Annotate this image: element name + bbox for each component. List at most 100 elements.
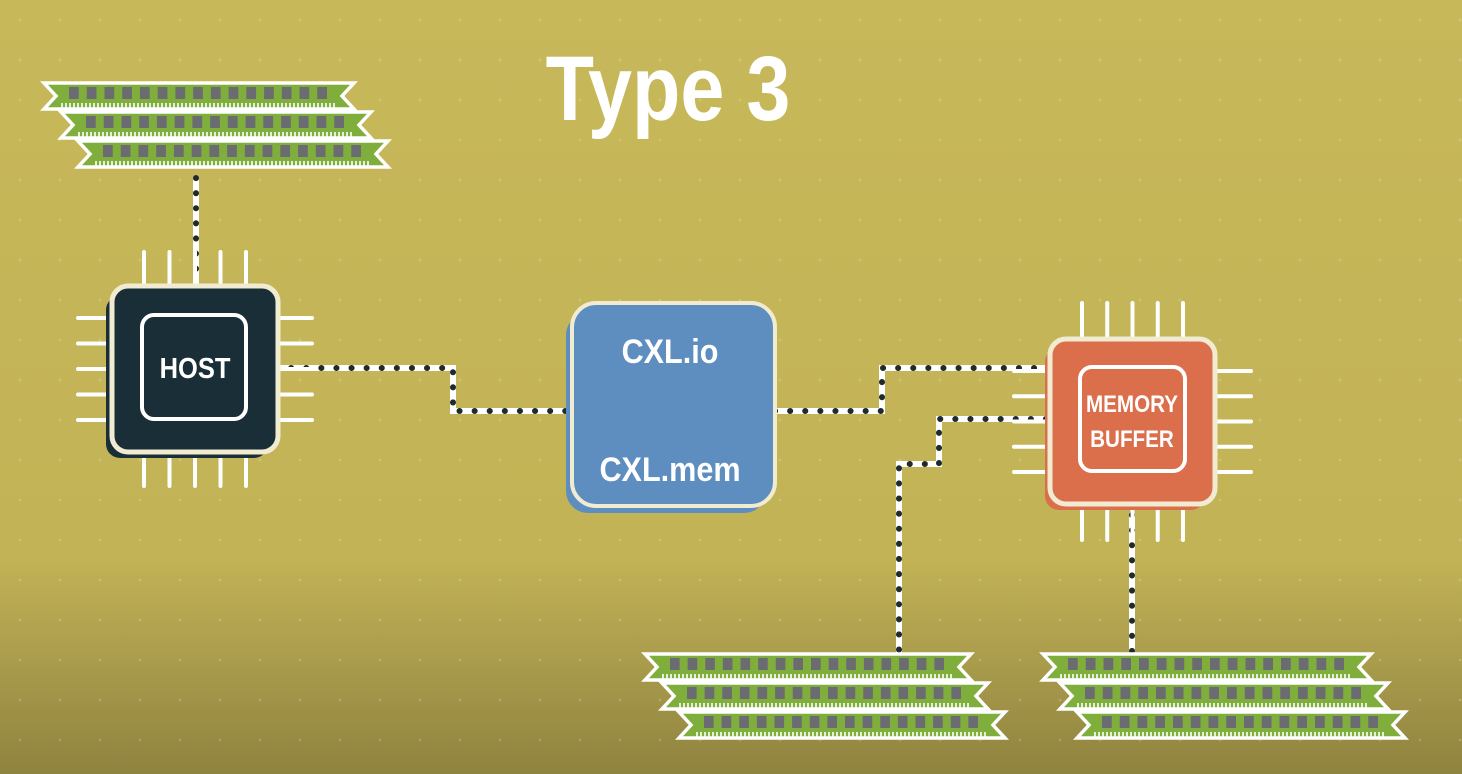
memory-chip <box>722 658 733 670</box>
memory-chip <box>1208 716 1219 728</box>
memory-chip <box>846 658 856 670</box>
memory-chip <box>173 145 184 157</box>
chip-pin-set <box>1012 301 1253 542</box>
memory-chip <box>264 87 274 99</box>
memory-chip <box>810 687 820 699</box>
memory-chip <box>775 687 785 699</box>
memory-chip <box>246 87 257 99</box>
memory-chip <box>1263 658 1273 670</box>
memory-chip <box>334 116 344 128</box>
cxl-bridge-body <box>570 301 777 508</box>
memory-chip <box>793 658 803 670</box>
memory-chip <box>757 687 768 699</box>
memory-chip <box>1139 658 1149 670</box>
host-chip: HOST <box>76 250 314 488</box>
memory-contacts <box>1094 732 1384 737</box>
memory-chip <box>228 87 239 99</box>
memory-chip <box>899 658 909 670</box>
memory-stick-1 <box>641 652 975 682</box>
memory-chip <box>1281 658 1291 670</box>
chip-pin-set <box>76 250 314 488</box>
memory-chip <box>880 687 891 699</box>
memory-chip <box>156 116 167 128</box>
memory-chip <box>281 116 291 128</box>
memory-chip <box>227 116 238 128</box>
memory-chip <box>86 116 96 128</box>
memory-chip <box>1261 716 1272 728</box>
connectors <box>193 175 1135 659</box>
memory-chip <box>262 145 273 157</box>
memory-chip <box>1298 658 1309 670</box>
memory-chip <box>317 87 327 99</box>
memory-contacts <box>696 732 986 737</box>
memory-contacts <box>61 103 335 108</box>
memory-buffer-chip-body <box>1047 336 1218 507</box>
memory-stick-2 <box>57 110 375 140</box>
page-title: Type 3 <box>546 37 791 140</box>
memory-chip <box>315 145 326 157</box>
memory-chip <box>227 145 237 157</box>
memory-chip <box>704 716 714 728</box>
memory-chip <box>139 116 149 128</box>
memory-chip <box>1068 658 1078 670</box>
memory-chip <box>863 687 873 699</box>
memory-chip <box>1156 687 1166 699</box>
memory-stick-1 <box>1039 652 1375 682</box>
memory-chip <box>1137 716 1148 728</box>
memory-chip <box>174 116 185 128</box>
memory-chip <box>811 658 821 670</box>
memory-chip <box>263 116 274 128</box>
memory-chip <box>1102 687 1113 699</box>
memory-chip <box>157 87 168 99</box>
memory-contacts <box>78 132 352 137</box>
memory-chip <box>1244 687 1255 699</box>
memory-chip <box>897 716 908 728</box>
memory-chip <box>704 687 715 699</box>
memory-chip <box>210 87 221 99</box>
memory-chip <box>121 116 132 128</box>
memory-chip <box>933 716 943 728</box>
memory-chip <box>687 658 698 670</box>
memory-chip <box>193 87 203 99</box>
memory-chip <box>244 145 255 157</box>
memory-chip <box>1334 658 1344 670</box>
memory-chip <box>1244 716 1254 728</box>
memory-chip <box>316 116 327 128</box>
memory-chip <box>775 658 786 670</box>
memory-chip <box>898 687 909 699</box>
memory-chip <box>758 658 768 670</box>
memory-chip <box>156 145 166 157</box>
buffer-memory-stack <box>1039 652 1409 740</box>
memory-chip <box>210 116 220 128</box>
memory-chip <box>1315 716 1325 728</box>
memory-chip <box>740 658 751 670</box>
memory-chip <box>1155 716 1165 728</box>
memory-chip <box>1190 716 1201 728</box>
memory-chip <box>69 87 79 99</box>
memory-chip <box>1245 658 1256 670</box>
memory-chip <box>862 716 873 728</box>
memory-chip <box>298 116 309 128</box>
memory-stick-2 <box>1056 681 1392 711</box>
memory-chip <box>863 658 874 670</box>
memory-chip <box>951 687 961 699</box>
memory-chip <box>139 87 150 99</box>
memory-chip <box>916 687 926 699</box>
memory-chip <box>774 716 785 728</box>
memory-buffer-chip-pins <box>1012 301 1253 542</box>
memory-chip <box>1368 716 1378 728</box>
bridge-memory-stack <box>641 652 1009 740</box>
cxl-io-label: CXL.io <box>622 333 719 371</box>
memory-chip <box>1173 687 1184 699</box>
memory-chip <box>1209 687 1219 699</box>
memory-stick-3 <box>1073 710 1409 740</box>
memory-chip <box>298 145 308 157</box>
memory-chip <box>1210 658 1220 670</box>
memory-chip <box>1226 716 1236 728</box>
memory-chip <box>1174 658 1185 670</box>
memory-chip <box>1279 716 1290 728</box>
memory-chip <box>1138 687 1148 699</box>
memory-chip <box>934 658 944 670</box>
memory-chip <box>933 687 944 699</box>
